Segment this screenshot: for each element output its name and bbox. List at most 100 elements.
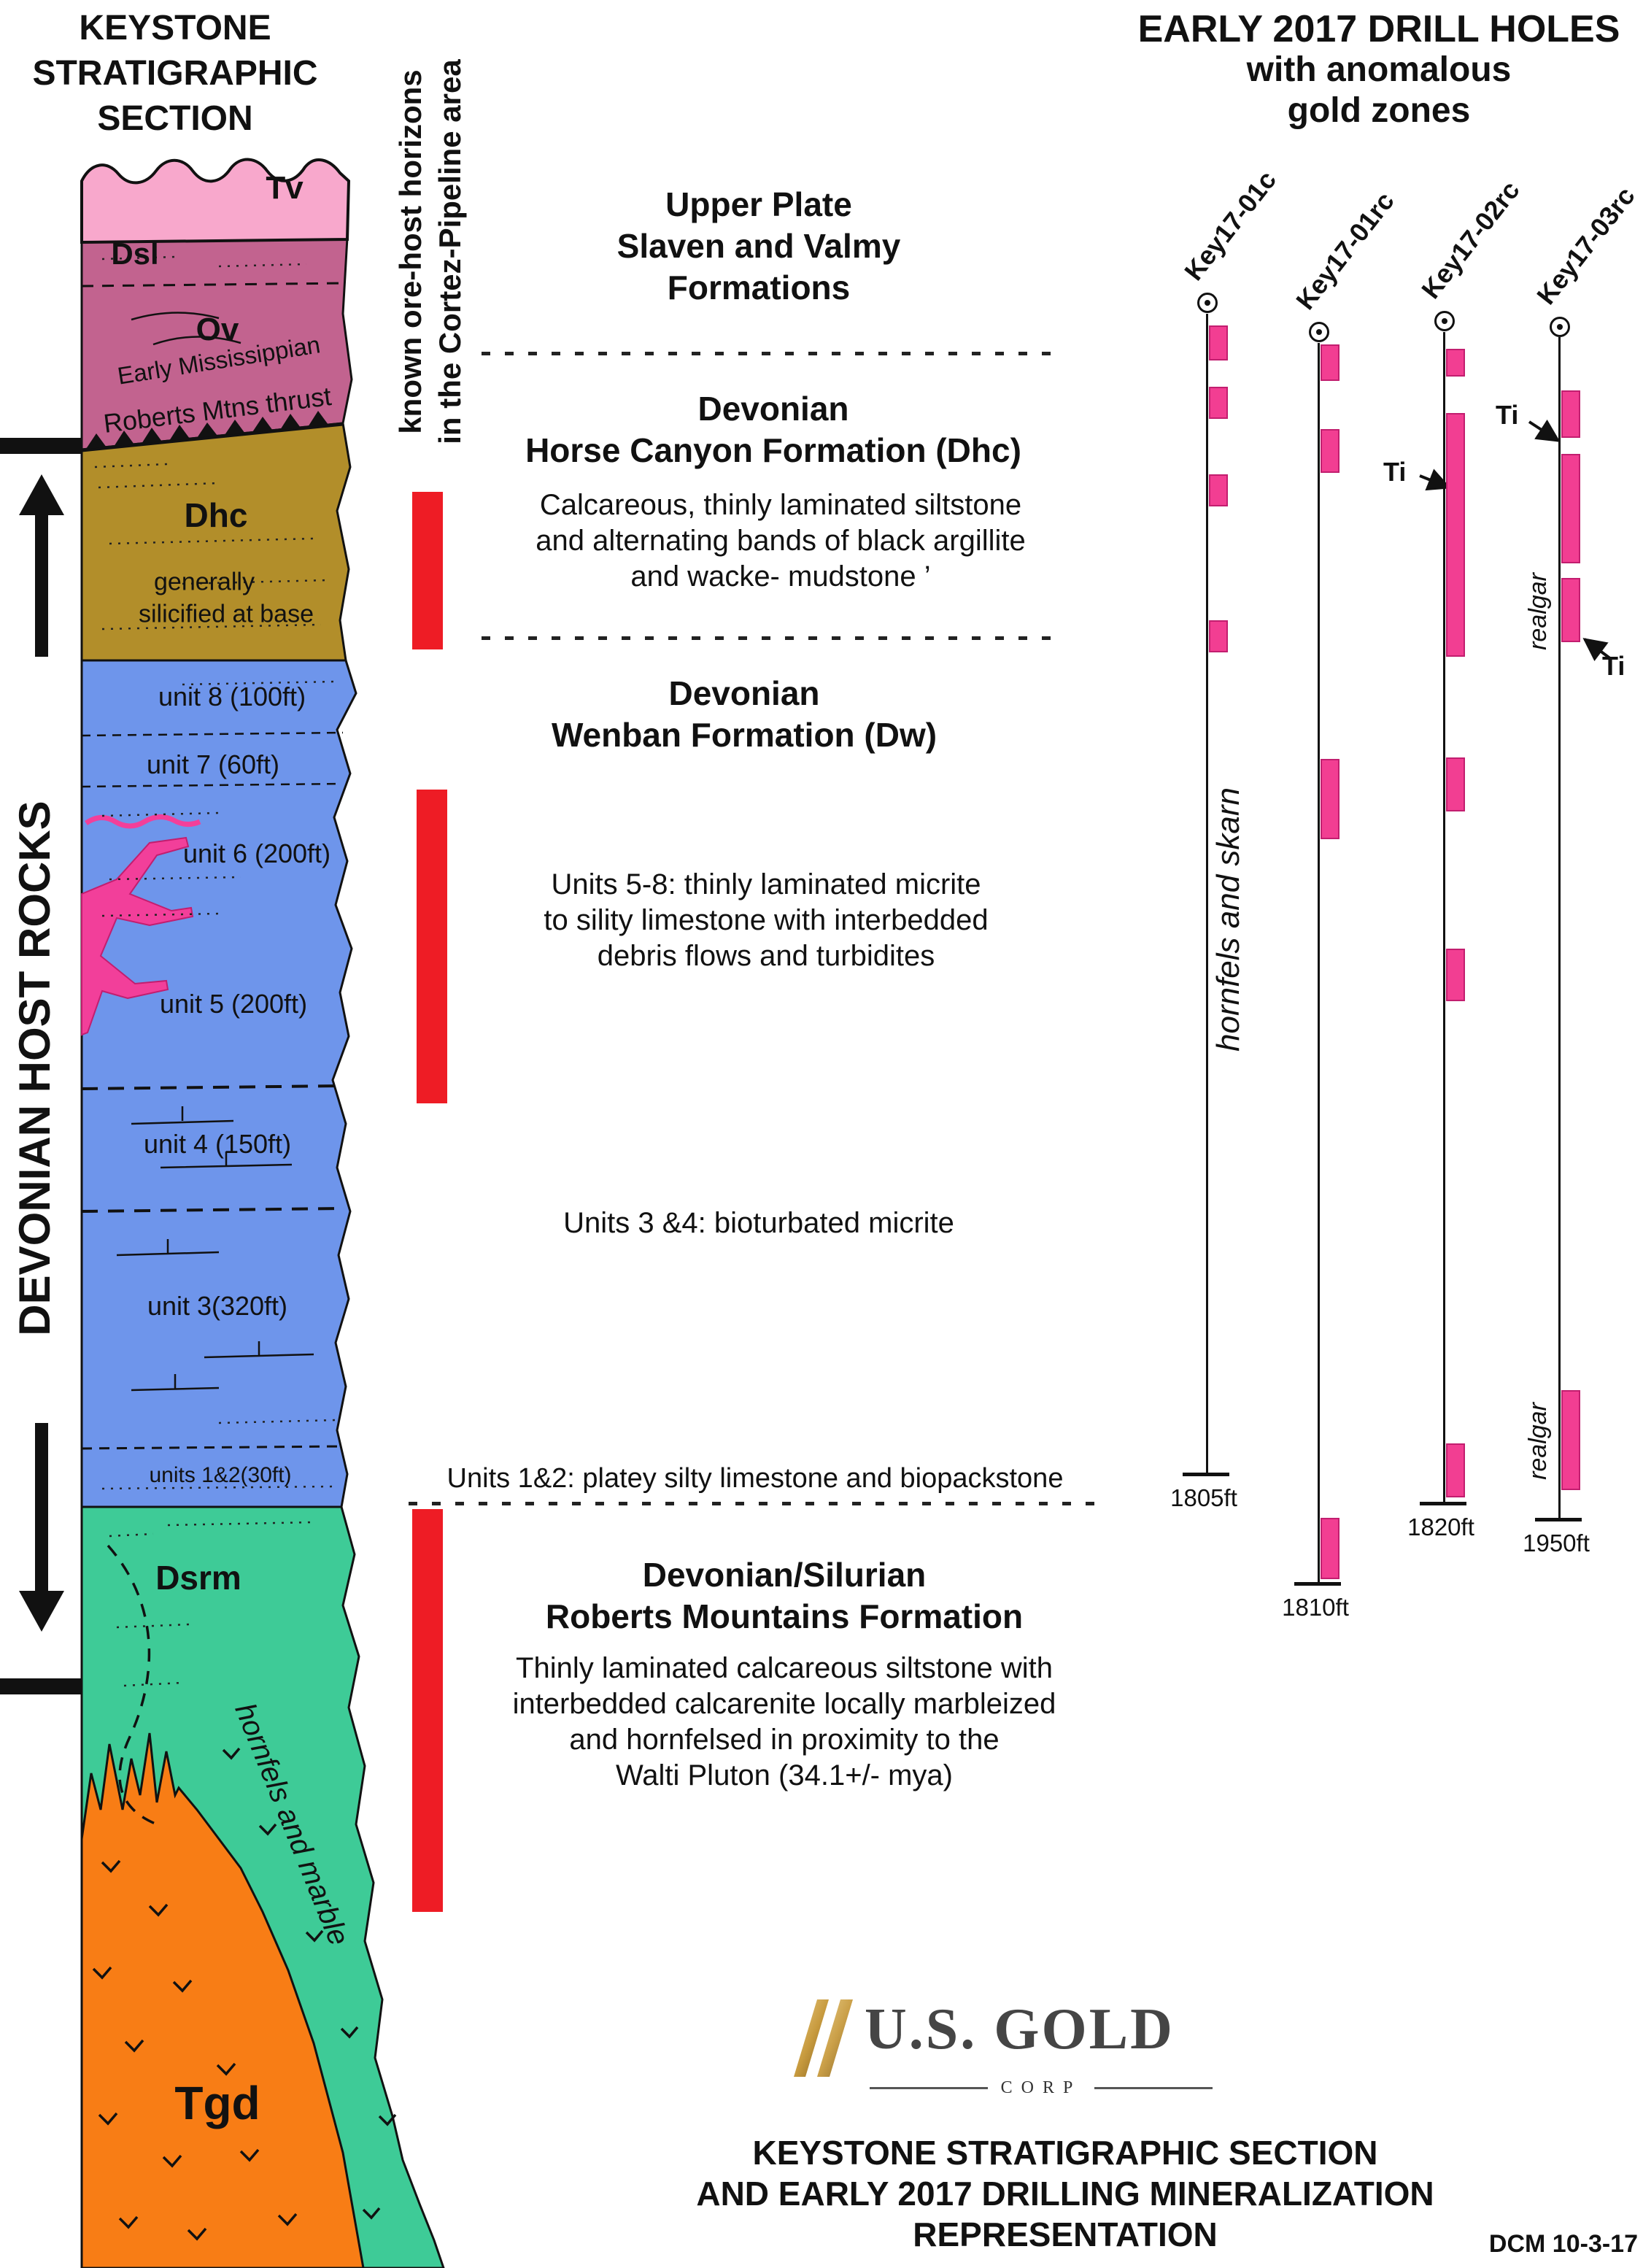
heading-line: Upper Plate [665, 185, 852, 223]
left-panel-title: KEYSTONE STRATIGRAPHIC SECTION [15, 6, 336, 142]
heading-line: Slaven and Valmy [616, 227, 901, 265]
units-5-8-body: Units 5-8: thinly laminated micrite to s… [452, 867, 1080, 974]
unit-tv-shape [80, 158, 351, 244]
brand-corp-row: CORP [870, 2078, 1213, 2098]
wenban-unit-label: units 1&2(30ft) [149, 1463, 292, 1487]
body-line: Thinly laminated calcareous siltstone wi… [516, 1652, 1053, 1684]
dhc-note-line: generally [154, 568, 255, 596]
footer-title-line: AND EARLY 2017 DRILLING MINERALIZATION [696, 2175, 1434, 2213]
body-line: to sility limestone with interbedded [544, 904, 989, 936]
hornfels-skarn-label: hornfels and skarn [1210, 787, 1246, 1052]
mineralized-zone [1209, 620, 1228, 652]
end-of-hole-depth-label: 1950ft [1523, 1530, 1590, 1557]
heading-line: Wenban Formation (Dw) [551, 716, 938, 754]
heading-line: Formations [667, 269, 851, 306]
unit-label-ov: Ov [196, 312, 239, 347]
wenban-unit-label: unit 5 (200ft) [159, 989, 308, 1019]
units-1-2-body: Units 1&2: platey silty limestone and bi… [446, 1463, 1064, 1494]
wenban-unit-label: unit 3(320ft) [147, 1291, 288, 1321]
unit-boundaries [81, 282, 348, 1826]
heading-line: Horse Canyon Formation (Dhc) [525, 431, 1021, 469]
wenban-unit-label: unit 4 (150ft) [143, 1129, 292, 1159]
drill-hole-trace [1206, 314, 1208, 1473]
us-gold-logo-mark [794, 1999, 853, 2077]
heading-line: Devonian [668, 674, 820, 712]
document-code: DCM 10-3-17 [1488, 2230, 1638, 2258]
mineralized-zone [1321, 344, 1339, 381]
brand-wordmark: U.S. GOLD [865, 1997, 1175, 2061]
igneous-texture [92, 1747, 397, 2241]
wenban-unit-label: unit 6 (200ft) [182, 838, 331, 868]
drill-collar-icon [1197, 293, 1218, 313]
wenban-heading: Devonian Wenban Formation (Dw) [452, 673, 1036, 756]
brand-corp-label: CORP [1000, 2078, 1082, 2097]
drill-hole-label: Key17-02rc [1415, 175, 1526, 304]
drill-hole-trace [1443, 332, 1445, 1502]
end-of-hole-tick [1535, 1518, 1582, 1521]
drill-collar-icon [1309, 322, 1329, 342]
mineralized-zone [1561, 1390, 1580, 1490]
body-line: Units 5-8: thinly laminated micrite [551, 868, 981, 900]
left-title-line: KEYSTONE [79, 9, 271, 47]
dashed-divider [409, 1502, 1102, 1505]
right-title-line: gold zones [1287, 91, 1471, 130]
unit-tgd-shape [80, 1732, 365, 2268]
body-line: Calcareous, thinly laminated siltstone [539, 489, 1022, 521]
mineralized-zone [1209, 387, 1228, 419]
unit-label-tv: Tv [266, 170, 304, 206]
mineralized-zone [1561, 390, 1580, 438]
thrust-symbol [81, 411, 344, 452]
unit-label-dhc: Dhc [184, 496, 248, 534]
horse-canyon-body: Calcareous, thinly laminated siltstone a… [467, 487, 1094, 595]
dashed-divider [482, 352, 1065, 355]
mineralized-zone [1209, 325, 1228, 360]
mineralized-zone [1561, 578, 1580, 642]
ti-label: Ti [1496, 400, 1519, 430]
ore-host-bar-dsrm [412, 1509, 443, 1912]
wenban-unit-label: unit 7 (60ft) [146, 749, 280, 779]
texture-dots [94, 255, 336, 1687]
end-of-hole-tick [1183, 1473, 1229, 1476]
right-title-line: with anomalous [1246, 50, 1512, 89]
mineralized-zone [1446, 949, 1465, 1001]
mineralized-zone [1321, 759, 1339, 839]
ore-host-bar-wenban [417, 790, 447, 1103]
right-panel-title: EARLY 2017 DRILL HOLES with anomalous go… [1080, 9, 1643, 131]
body-line: interbedded calcarenite locally marbleiz… [512, 1688, 1056, 1720]
end-of-hole-tick [1294, 1582, 1341, 1586]
unit-label-dsrm: Dsrm [155, 1559, 241, 1597]
body-line: and alternating bands of black argillite [536, 525, 1026, 557]
roberts-body: Thinly laminated calcareous siltstone wi… [438, 1651, 1131, 1794]
mineralized-zone [1446, 413, 1465, 657]
end-of-hole-depth-label: 1805ft [1170, 1484, 1237, 1511]
heading-line: Devonian [697, 390, 849, 428]
mineralized-zone [1321, 429, 1339, 473]
mineralized-zone [1446, 1443, 1465, 1497]
drill-hole-trace [1558, 337, 1561, 1518]
units-3-4-body: Units 3 &4: bioturbated micrite [563, 1207, 954, 1239]
mineralized-zone [1446, 349, 1465, 377]
end-of-hole-depth-label: 1820ft [1407, 1513, 1474, 1540]
mineralized-zone [1209, 474, 1228, 506]
drill-hole-trace [1318, 343, 1320, 1582]
footer-title-line: REPRESENTATION [913, 2215, 1218, 2253]
heading-line: Roberts Mountains Formation [545, 1597, 1024, 1635]
heading-line: Devonian/Silurian [642, 1556, 927, 1594]
ore-host-bar-dhc [412, 492, 443, 649]
footer-title: KEYSTONE STRATIGRAPHIC SECTION AND EARLY… [511, 2132, 1620, 2255]
body-line: Walti Pluton (34.1+/- mya) [615, 1759, 953, 1791]
right-title-line: EARLY 2017 DRILL HOLES [1137, 8, 1620, 50]
limestone-ticks [116, 1106, 314, 1392]
section-markers [0, 438, 82, 1694]
dhc-note-line: silicified at base [138, 600, 314, 628]
unit-label-dsl: Dsl [111, 236, 159, 271]
body-line: debris flows and turbidites [597, 940, 935, 972]
body-line: and wacke- mudstone ’ [630, 560, 931, 593]
end-of-hole-depth-label: 1810ft [1282, 1594, 1349, 1621]
bedding-curves [131, 312, 241, 346]
realgar-label: realgar [1524, 1403, 1552, 1480]
end-of-hole-tick [1420, 1502, 1466, 1505]
